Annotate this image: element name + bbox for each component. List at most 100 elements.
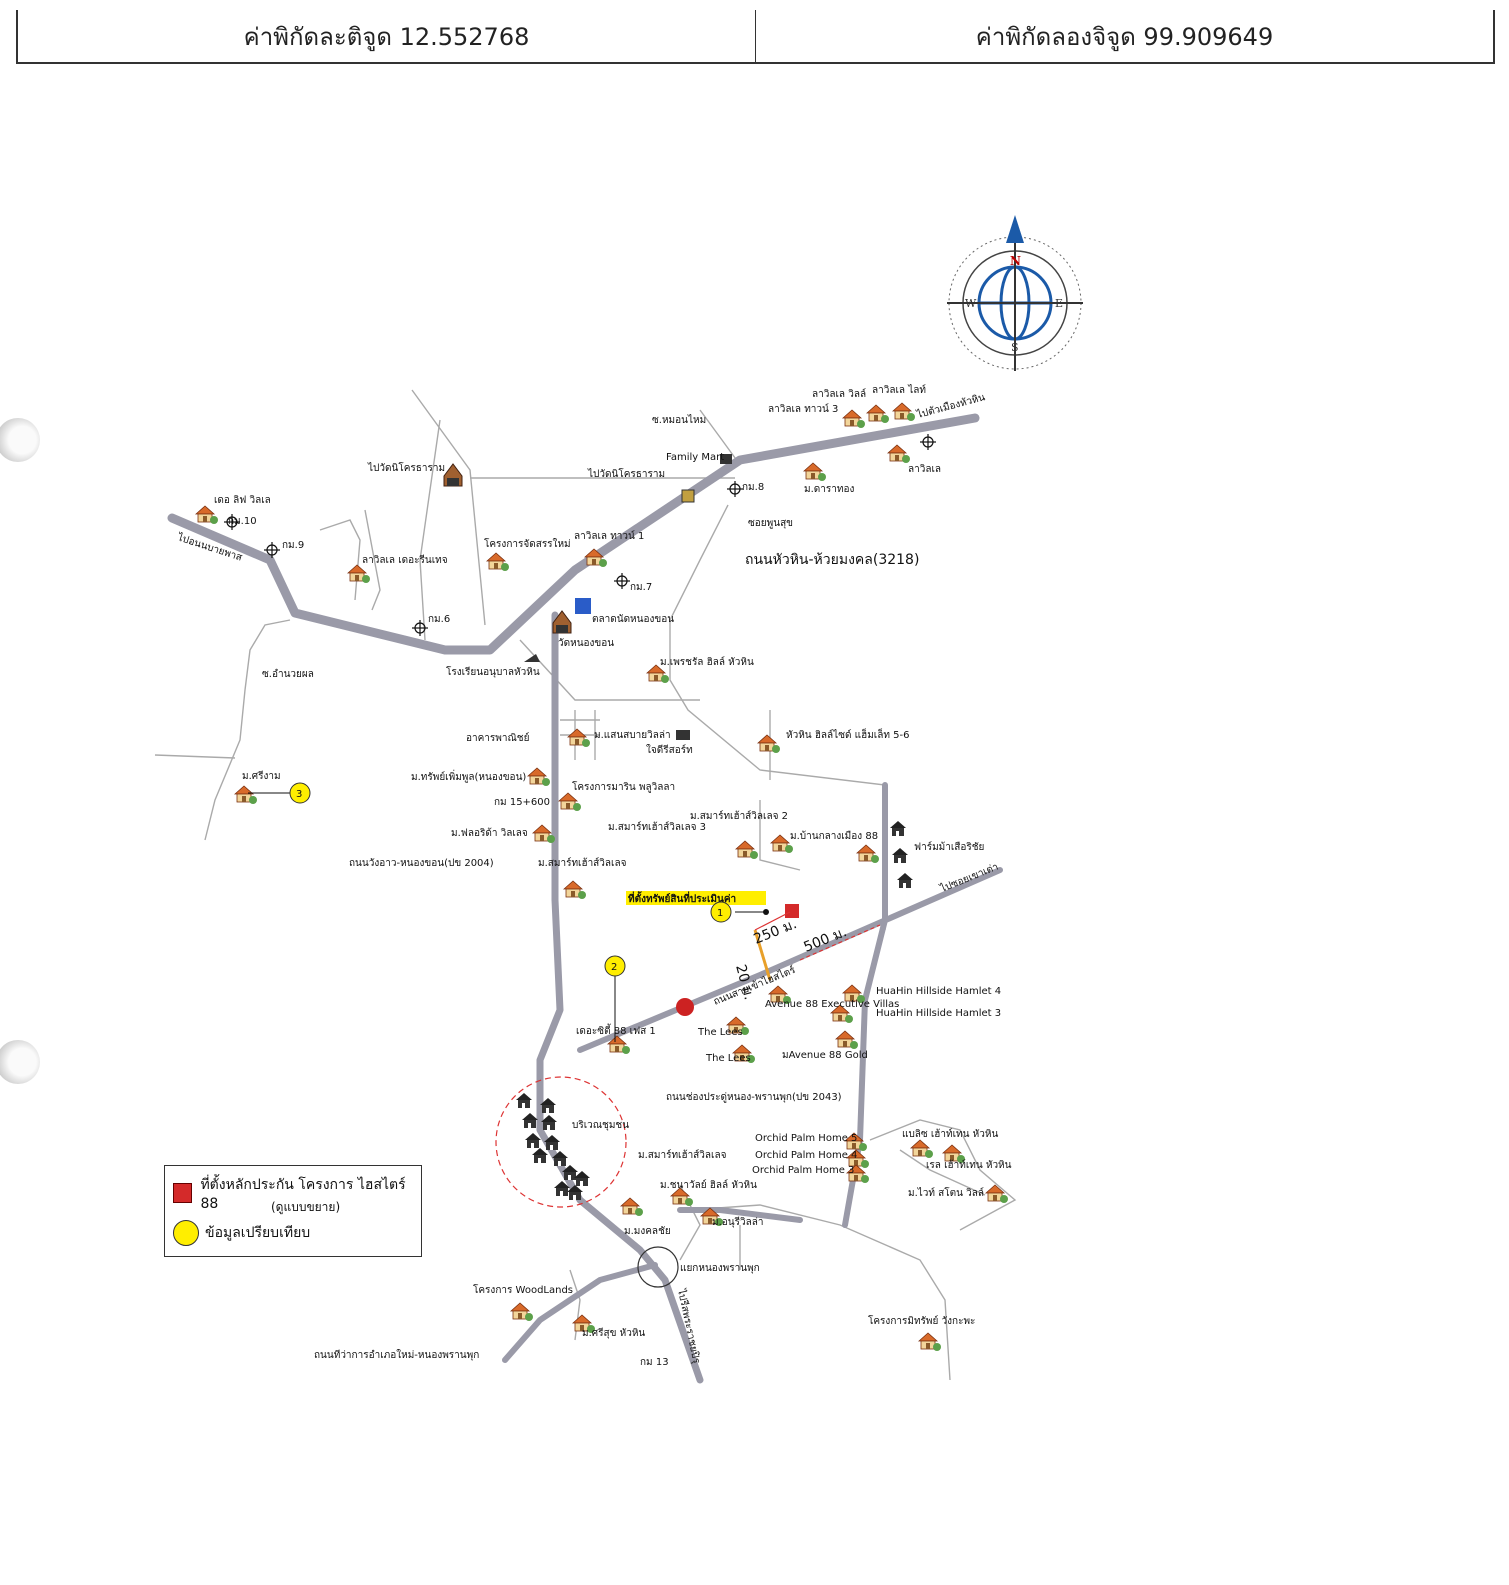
subject-tag: ที่ตั้งทรัพย์สินที่ประเมินค่า [628,891,736,905]
svg-text:1: 1 [717,908,723,919]
label-road-3218: ถนนหัวหิน-ห้วยมงคล(3218) [745,552,919,568]
label-laguna-light: ลาวิลเล ไลท์ [872,384,926,396]
label-laville-sereen: ลาวิลเล เดอะรีนเทจ [362,554,448,566]
label-white-stone: ม.ไวท์ สโตน วิลล์ [908,1186,984,1199]
label-orchid4: Orchid Palm Home 4 [755,1150,857,1161]
label-rich-home: เรล เฮ้าท์เทน หัวหิน [926,1159,1012,1171]
major-roads [167,413,1003,1384]
label-to-wat-left: ไปวัดนิโครธาราม [367,461,445,474]
label-orchid3: Orchid Palm Home 3 [752,1165,854,1176]
compass-n: N [1010,254,1021,268]
binder-hole [0,418,40,462]
label-saen-sabai: ม.แสนสบายวิลล่า [594,730,671,741]
poi-icon [676,998,694,1016]
label-sri-suk: ม.ศรีสุข หัวหิน [582,1327,645,1339]
label-km10: กม.10 [228,516,257,527]
label-smart-home3: ม.สมาร์ทเฮ้าส์วิลเลจ 3 [608,821,706,833]
compass-rose-icon: N S E W [947,215,1083,371]
label-laguna-village: ลาวิลเล วิลล์ [812,388,866,400]
community-area-circle [495,1076,627,1208]
label-siri-ngam: ม.ศรีงาม [242,770,281,782]
label-daratong: ม.ดาราทอง [804,484,854,495]
label-school: โรงเรียนอนุบาลหัวหิน [446,665,540,678]
legend-comparable-swatch [173,1220,199,1246]
label-laville-town1: ลาวิลเล ทาวน์ 1 [574,530,644,542]
label-hamlet3: HuaHin Hillside Hamlet 3 [876,1008,1001,1019]
svg-text:3: 3 [296,789,302,800]
label-soi-moo-ban-mai: ซ.หมอนไหม [652,414,706,426]
legend-subject-sub: (ดูแบบขยาย) [271,1200,341,1214]
label-florida: ม.ฟลอริด้า วิลเลจ [451,827,528,839]
resort-icon [676,730,690,740]
label-road-2004: ถนนวังอาว-หนองขอน(ปข 2004) [349,858,494,869]
svg-text:2: 2 [611,962,617,973]
legend-comparable-label: ข้อมูลเปรียบเทียบ [205,1225,311,1241]
legend-subject-row: ที่ตั้งหลักประกัน โครงการ ไฮสไตร์ 88 [173,1174,421,1212]
school-icon [524,654,540,662]
label-jinzi-resort: ใจดีรีสอร์ท [646,744,693,756]
label-km8: กม.8 [742,482,764,493]
distance-500: 500 ม. [802,924,850,956]
map-legend: ที่ตั้งหลักประกัน โครงการ ไฮสไตร์ 88 (ดู… [164,1165,422,1257]
label-avenue-exec: Avenue 88 Executive Villas [765,999,899,1010]
distance-250: 250 ม. [752,916,800,948]
label-marin-pool: โครงการมาริน พลูวิลลา [572,780,675,793]
store-icon [720,454,732,464]
label-laguna-town3: ลาวิลเล ทาวน์ 3 [768,403,838,415]
label-smart-home-south: ม.สมาร์ทเฮ้าส์วิลเลจ [638,1149,727,1161]
community-houses [516,1093,590,1200]
label-orchid5: Orchid Palm Home 5 [755,1133,857,1144]
compass-e: E [1055,297,1063,310]
label-bliss-home: แบลิซ เฮ้าท์เทน หัวหิน [902,1128,998,1140]
label-the-live: เดอ ลิฟ วิลเล [214,495,271,506]
label-soi-amnuay: ซ.อำนวยผล [262,669,314,680]
label-to-wat-top: ไปวัดนิโครธาราม [587,467,665,480]
comparable-marker-3: 3 [248,782,311,804]
label-avenue-gold: มAvenue 88 Gold [782,1050,868,1061]
comparable-marker-1: 1 [710,901,732,923]
label-the-lees-1: The Lees [697,1027,743,1038]
label-laville: ลาวิลเล [908,464,941,475]
compass-w: W [965,297,977,310]
label-ban-klang-muang: ม.บ้านกลางเมือง 88 [790,830,878,842]
label-hamlet4: HuaHin Hillside Hamlet 4 [876,986,1001,997]
label-soi-phoon-suk: ซอยพูนสุข [748,518,793,529]
label-the-lees-2: The Lees [705,1053,751,1064]
label-mongkol-chai: ม.มงคลชัย [624,1226,671,1237]
subject-square [785,904,799,918]
label-km15-600: กม 15+600 [494,797,550,808]
latitude-header: ค่าพิกัดละติจูด 12.552768 [16,10,756,64]
label-woodlands: โครงการ WoodLands [473,1283,573,1296]
label-smart-home2: ม.สมาร์ทเฮ้าส์วิลเลจ 2 [690,810,788,822]
label-mitsap-project: โครงการมิทรัพย์ วังกะพะ [868,1314,975,1327]
label-sinsub-villa: ม.อนุรีวิลล่า [712,1216,763,1228]
horse-farm-icons [890,821,913,888]
label-sap-pheum-pool: ม.ทรัพย์เพิ่มพูล(หนองขอน) [411,769,526,783]
label-km6: กม.6 [428,614,450,625]
legend-comparable-row: ข้อมูลเปรียบเทียบ [173,1220,310,1246]
label-km7: กม.7 [630,582,652,593]
label-chanan-hill: ม.ชนาวัลย์ ฮิลล์ หัวหิน [660,1179,757,1191]
label-road-new-nong-phran: ถนนทีว่าการอำเภอใหม่-หนองพรานพุก [314,1349,479,1361]
label-wat-nong-khon: วัดหนองขอน [558,638,614,649]
binder-hole [0,1040,40,1084]
label-horse-farm: ฟาร์มม้าเสือริชัย [914,841,984,853]
longitude-header: ค่าพิกัดลองจิจูด 99.909649 [755,10,1495,64]
label-new-project: โครงการจัดสรรใหม่ [484,537,571,550]
label-community: บริเวณชุมชน [572,1120,629,1131]
compass-s: S [1011,341,1019,354]
label-km13: กม 13 [640,1357,669,1368]
latitude-text: ค่าพิกัดละติจูด 12.552768 [243,22,530,51]
gas-icon [681,489,695,503]
label-commercial: อาคารพาณิชย์ [466,732,529,744]
label-to-khao-tao: ไปซอยเขาเต่า [938,861,1000,896]
legend-subject-swatch [173,1183,193,1203]
label-m-sereen-hill: ม.เพรชรัล ฮิลล์ หัวหิน [660,656,754,668]
label-hillside-5-6: หัวหิน ฮิลล์ไซด์ แฮ็มเล็ท 5-6 [786,727,909,741]
longitude-text: ค่าพิกัดลองจิจูด 99.909649 [975,22,1274,51]
comparable-marker-2: 2 [604,955,626,1042]
market-icon [575,598,591,614]
label-family-mart: Family Mart [666,452,724,463]
legend-subject-label: ที่ตั้งหลักประกัน โครงการ ไฮสไตร์ 88 [200,1177,406,1212]
